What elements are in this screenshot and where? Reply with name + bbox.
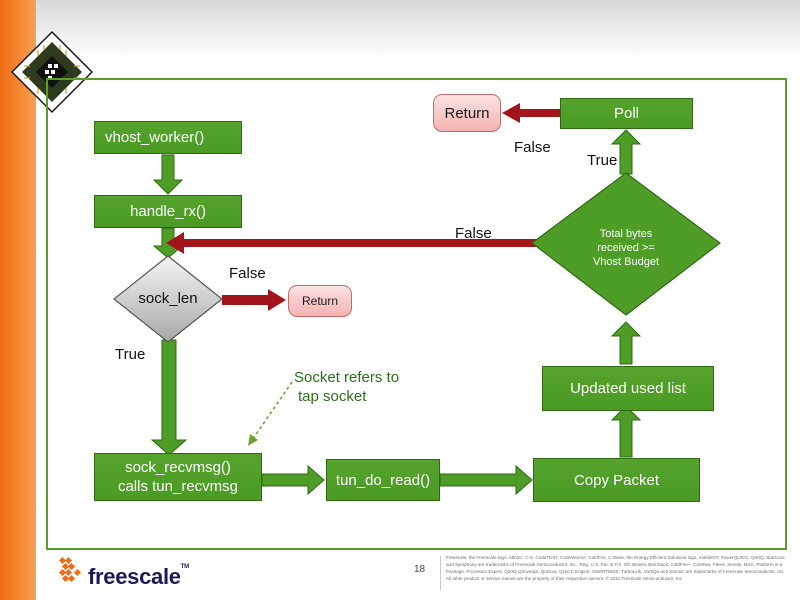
copy-packet-label: Copy Packet — [573, 471, 660, 489]
arrow-decision-to-poll — [610, 129, 642, 175]
brand-name: freescale — [88, 564, 181, 589]
legal-line-1: Freescale, the Freescale logo, AltiVec, … — [446, 555, 785, 560]
return-top-label: Return — [444, 104, 490, 122]
edge-label-socklen-false: False — [229, 265, 266, 282]
arrow-updated-to-decision — [610, 321, 642, 365]
return-small-node: Return — [288, 285, 352, 317]
freescale-wordmark: freescaleTM — [88, 564, 189, 590]
trademark-mark: TM — [180, 564, 189, 570]
arrow-tun-to-copy — [439, 464, 533, 496]
arrow-worker-to-handle — [152, 154, 184, 195]
annotation-arrow — [251, 381, 293, 441]
legal-line-4: All other product or service names are t… — [446, 576, 684, 581]
handle-rx-node: handle_rx() — [94, 195, 242, 228]
decision-line3: Vhost Budget — [592, 256, 660, 268]
poll-label: Poll — [613, 105, 639, 122]
return-top-node: Return — [433, 94, 501, 132]
copy-packet-node: Copy Packet — [533, 458, 700, 502]
vhost-worker-label: vhost_worker() — [105, 129, 205, 146]
tun-do-read-node: tun_do_read() — [326, 459, 440, 501]
edge-label-budget-true: True — [587, 152, 618, 169]
socket-annotation-line2: tap socket — [298, 388, 367, 405]
socket-annotation: Socket refers to tap socket — [294, 368, 399, 406]
legal-notice: Freescale, the Freescale logo, AltiVec, … — [446, 554, 792, 582]
legal-line-2: and Symphony are trademarks of Freescale… — [446, 562, 783, 567]
arrow-poll-false — [502, 103, 560, 123]
handle-rx-label: handle_rx() — [130, 203, 206, 220]
footer-divider — [440, 556, 441, 590]
arrow-recvmsg-to-tun — [261, 464, 325, 496]
edge-label-budget-false: False — [455, 225, 492, 242]
sock-len-diamond — [113, 255, 223, 343]
arrow-budget-false — [166, 232, 536, 254]
arrow-copy-to-updated — [610, 405, 642, 458]
vhost-worker-node: vhost_worker() — [94, 121, 242, 154]
header-band — [0, 0, 800, 60]
decision-line2: received >= — [597, 242, 655, 254]
return-small-label: Return — [301, 294, 339, 308]
legal-line-3: Package, Processor Expert, QorIQ Qonverg… — [446, 569, 785, 574]
budget-decision-diamond — [531, 172, 721, 316]
content-frame — [46, 78, 787, 550]
page-number: 18 — [414, 564, 426, 575]
arrow-socklen-to-recvmsg — [150, 339, 188, 456]
updated-used-list-node: Updated used list — [542, 366, 714, 411]
freescale-corner-logo — [10, 30, 94, 114]
freescale-chevron-logo — [58, 556, 82, 583]
poll-node: Poll — [560, 98, 693, 129]
sock-recvmsg-line1: sock_recvmsg() — [125, 459, 231, 476]
decision-text: Total bytes received >= Vhost Budget — [566, 227, 686, 269]
sock-len-label: sock_len — [138, 290, 198, 307]
sock-recvmsg-node: sock_recvmsg() calls tun_recvmsg — [94, 453, 262, 501]
edge-label-socklen-true: True — [115, 346, 146, 363]
decision-line1: Total bytes — [599, 228, 653, 240]
tun-do-read-label: tun_do_read() — [335, 471, 431, 489]
socket-annotation-line1: Socket refers to — [294, 369, 400, 386]
updated-used-list-label: Updated used list — [570, 380, 686, 397]
arrow-socklen-false — [222, 289, 286, 311]
sock-recvmsg-line2: calls tun_recvmsg — [117, 478, 239, 495]
edge-label-poll-false: False — [514, 139, 551, 156]
orange-side-bar — [0, 0, 36, 600]
